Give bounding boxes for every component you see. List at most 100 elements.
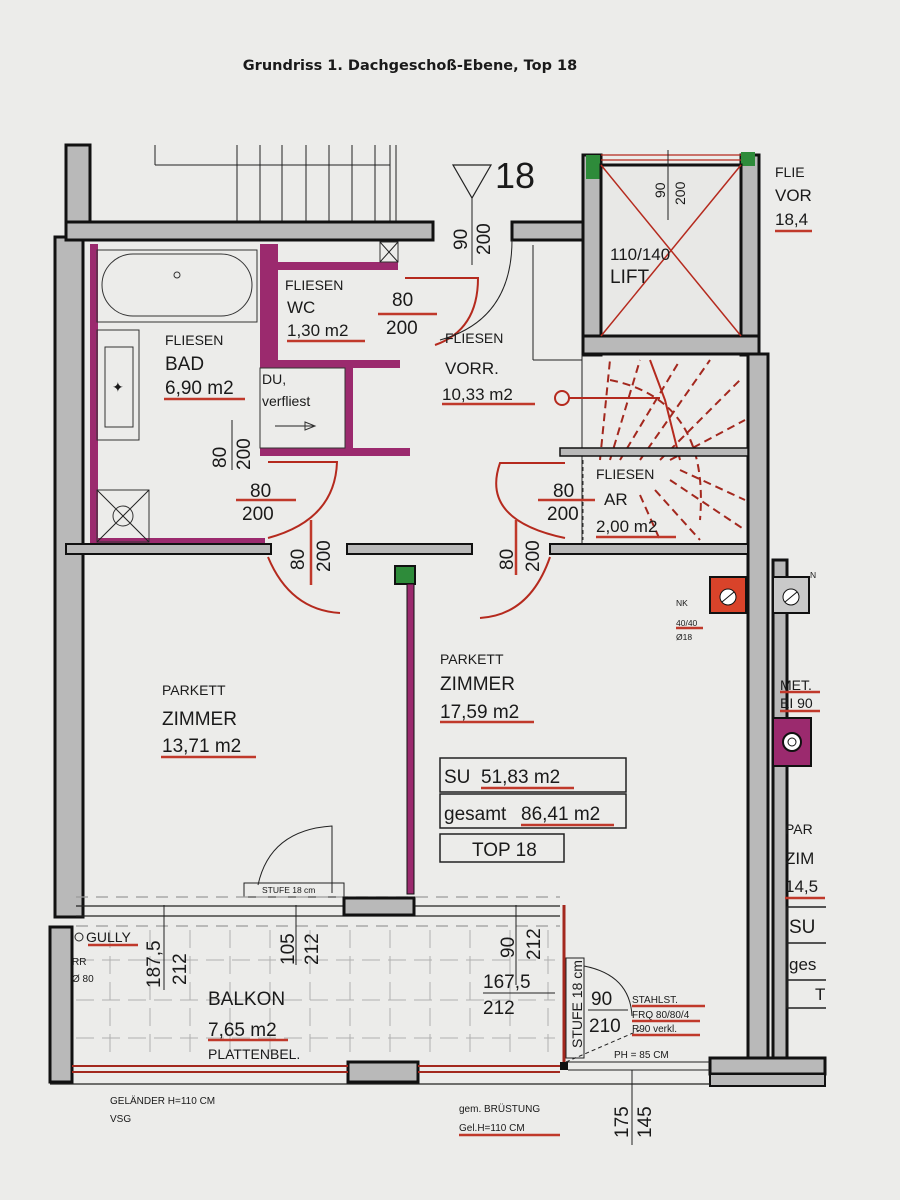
balkon-area: 7,65 m2 (208, 1020, 277, 1041)
window1-a: 187,5 (144, 940, 165, 988)
stairwell-lines (154, 145, 397, 222)
neighbor-ei: EI 90 (780, 695, 813, 711)
gully-label: GULLY (86, 929, 132, 945)
gel-height-label: Gel.H=110 CM (459, 1123, 525, 1134)
unit-summary: SU 51,83 m2 gesamt 86,41 m2 TOP 18 (439, 757, 627, 863)
neighbor-met: MET. (780, 677, 812, 693)
rr-label: RR (72, 957, 86, 968)
wall-balcony-bottom (346, 1060, 420, 1084)
balcony-door-b: 212 (483, 998, 515, 1019)
bruestung-label: gem. BRÜSTUNG (459, 1103, 540, 1115)
zimmer1-area: 13,71 m2 (162, 736, 241, 757)
wall-left (53, 235, 85, 919)
wall-neighbor (771, 558, 789, 1082)
wall-mid-right (549, 543, 749, 555)
ar-door-width: 80 (553, 481, 574, 502)
gelaender-label: GELÄNDER H=110 CM (110, 1095, 215, 1107)
wall-lift-right (739, 153, 761, 357)
window2-b: 212 (302, 933, 323, 965)
vsg-label: VSG (110, 1114, 131, 1125)
step-box (243, 882, 345, 898)
neighbor-floor: FLIE (775, 164, 805, 180)
ar-area: 2,00 m2 (596, 517, 657, 536)
window3-b: 212 (524, 928, 545, 960)
wall-bottom-right-2 (709, 1073, 826, 1087)
unit-number: 18 (495, 155, 535, 196)
zimmer1: PARKETT ZIMMER 13,71 m2 (161, 682, 256, 759)
bad-name: BAD (165, 354, 204, 375)
zimmer1-door-height: 200 (314, 540, 335, 572)
wall-lift-bottom (581, 334, 761, 356)
bad-side-door-height: 200 (234, 438, 255, 470)
bad-floor: FLIESEN (165, 332, 223, 348)
side-step-label: STUFE 18 cm (569, 960, 585, 1048)
neighbor2-su: SU (789, 917, 815, 938)
ar-door-height: 200 (547, 504, 579, 525)
zimmer1-floor: PARKETT (162, 682, 226, 698)
parapet-b: 145 (635, 1106, 656, 1138)
zimmer1-name: ZIMMER (162, 709, 237, 730)
wall-mid-left (65, 543, 272, 555)
bad-side-door-width: 80 (210, 447, 231, 468)
zimmer2-name: ZIMMER (440, 674, 515, 695)
nk-size: 40/40 (676, 618, 698, 628)
stahlst-r90: R90 verkl. (632, 1024, 677, 1035)
balcony-side-door: STUFE 18 cm 90 210 STAHLST. FRQ 80/80/4 … (565, 957, 705, 1063)
wc-door-height: 200 (386, 318, 418, 339)
vorr-name: VORR. (445, 359, 499, 378)
neighbor2-area: 14,5 (785, 877, 818, 896)
rr-diameter: Ø 80 (72, 974, 94, 985)
zimmer1-door-width: 80 (288, 549, 309, 570)
entry-door-width: 90 (451, 229, 472, 250)
wc-area: 1,30 m2 (287, 321, 348, 340)
window1-b: 212 (170, 953, 191, 985)
shower: DU, verfliest (259, 367, 346, 449)
lift: 90 200 110/140 LIFT (599, 150, 743, 338)
bad-door-height: 200 (242, 504, 274, 525)
zimmer2-area: 17,59 m2 (440, 702, 519, 723)
wall-top-left (64, 220, 435, 242)
svg-text:✦: ✦ (112, 379, 124, 395)
entry-door-height: 200 (474, 223, 495, 255)
su-label: SU (444, 767, 470, 788)
lift-door-height: 200 (672, 181, 688, 205)
wall-bottom-right (708, 1056, 827, 1076)
neighbor-area: 18,4 (775, 210, 808, 229)
stahlst-frq: FRQ 80/80/4 (632, 1010, 690, 1021)
lift-door-width: 90 (652, 182, 668, 198)
lift-label: LIFT (610, 267, 649, 288)
ar-name: AR (604, 490, 628, 509)
entry-marker: 18 90 200 (451, 155, 535, 265)
wall-partition (406, 583, 415, 895)
window3-a: 90 (498, 937, 519, 958)
ph-label: PH = 85 CM (614, 1050, 669, 1061)
step-label: STUFE 18 cm (262, 885, 315, 895)
balcony: GULLY RR Ø 80 187,5 212 105 212 90 212 1… (72, 905, 555, 1062)
abstellraum: FLIESEN AR 2,00 m2 80 200 (495, 460, 676, 540)
bad-door-width: 80 (250, 481, 271, 502)
zimmer2-door: 80 200 (479, 520, 551, 619)
balkon-name: BALKON (208, 989, 285, 1010)
wall-right (746, 352, 770, 1076)
balcony-door-swing (257, 825, 333, 893)
su-value: 51,83 m2 (481, 767, 560, 788)
wc: FLIESEN WC 1,30 m2 80 200 (285, 241, 480, 346)
staircase (554, 355, 749, 545)
lift-corner-green-right (741, 152, 755, 166)
neighbor2-top: T (815, 985, 825, 1004)
lift-size: 110/140 (610, 245, 670, 264)
shower-line2: verfliest (262, 393, 310, 409)
wall-top-right (510, 220, 589, 242)
window2-a: 105 (278, 933, 299, 965)
zimmer2-floor: PARKETT (440, 651, 504, 667)
total-value: 86,41 m2 (521, 804, 600, 825)
neighbor-unit: FLIE VOR 18,4 N MET. EI 90 PAR ZIM 14,5 … (772, 164, 826, 1009)
wall-balcony-top (342, 896, 416, 917)
wall-lift-left (581, 153, 603, 357)
vorraum: FLIESEN VORR. 10,33 m2 (442, 245, 582, 406)
shaft-green (394, 565, 416, 585)
entry-door-swing (439, 239, 513, 341)
wall-mid-center (346, 543, 473, 555)
side-door-height: 210 (589, 1016, 621, 1037)
